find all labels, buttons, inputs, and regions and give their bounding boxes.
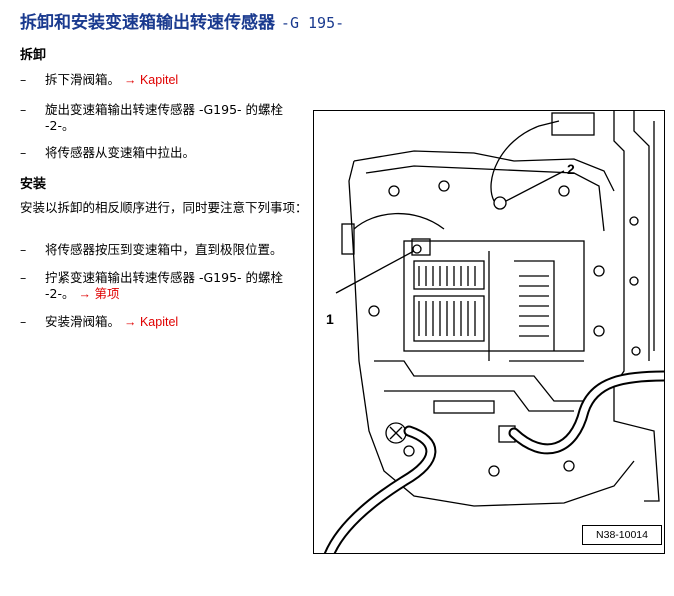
callout-1: 1 xyxy=(326,311,334,327)
transmission-drawing xyxy=(323,111,664,553)
title-main: 拆卸和安装变速箱输出转速传感器 xyxy=(20,13,281,33)
figure-code: N38-10014 xyxy=(582,525,662,545)
installation-step-3: – 安装滑阀箱。 → Kapitel xyxy=(20,314,310,330)
page-title: 拆卸和安装变速箱输出转速传感器 -G 195- xyxy=(20,8,660,33)
step-dash: – xyxy=(20,314,27,329)
step-text: 安装滑阀箱。 xyxy=(45,314,121,329)
callout-2: 2 xyxy=(567,161,575,177)
step-text: 拆下滑阀箱。 xyxy=(45,72,121,87)
removal-heading: 拆卸 xyxy=(20,48,47,63)
removal-step-2: – 旋出变速箱输出转速传感器 -G195- 的螺栓 -2-。 xyxy=(20,102,310,134)
kapitel-link[interactable]: → Kapitel xyxy=(124,73,179,87)
installation-heading: 安装 xyxy=(20,177,47,192)
installation-step-2: – 拧紧变速箱输出转速传感器 -G195- 的螺栓 -2-。 → 第项 xyxy=(20,270,310,302)
step-text: 将传感器从变速箱中拉出。 xyxy=(45,145,196,160)
step-dash: – xyxy=(20,242,27,257)
transmission-illustration: 1 2 N38-10014 xyxy=(313,110,665,554)
removal-step-3: – 将传感器从变速箱中拉出。 xyxy=(20,145,310,161)
step-dash: – xyxy=(20,72,27,87)
step-dash: – xyxy=(20,270,27,285)
step-dash: – xyxy=(20,145,27,160)
step-text: 将传感器按压到变速箱中，直到极限位置。 xyxy=(45,242,283,257)
step-dash: – xyxy=(20,102,27,117)
kapitel-link[interactable]: → Kapitel xyxy=(124,315,179,329)
step-text: 旋出变速箱输出转速传感器 -G195- 的螺栓 -2-。 xyxy=(45,102,284,133)
removal-step-1: – 拆下滑阀箱。 → Kapitel xyxy=(20,72,310,88)
installation-step-1: – 将传感器按压到变速箱中，直到极限位置。 xyxy=(20,242,310,258)
item-link[interactable]: → 第项 xyxy=(78,287,120,301)
title-code: -G 195- xyxy=(280,14,345,32)
installation-intro: 安装以拆卸的相反顺序进行，同时要注意下列事项： xyxy=(20,200,308,215)
step-text: 拧紧变速箱输出转速传感器 -G195- 的螺栓 -2-。 xyxy=(45,270,284,301)
